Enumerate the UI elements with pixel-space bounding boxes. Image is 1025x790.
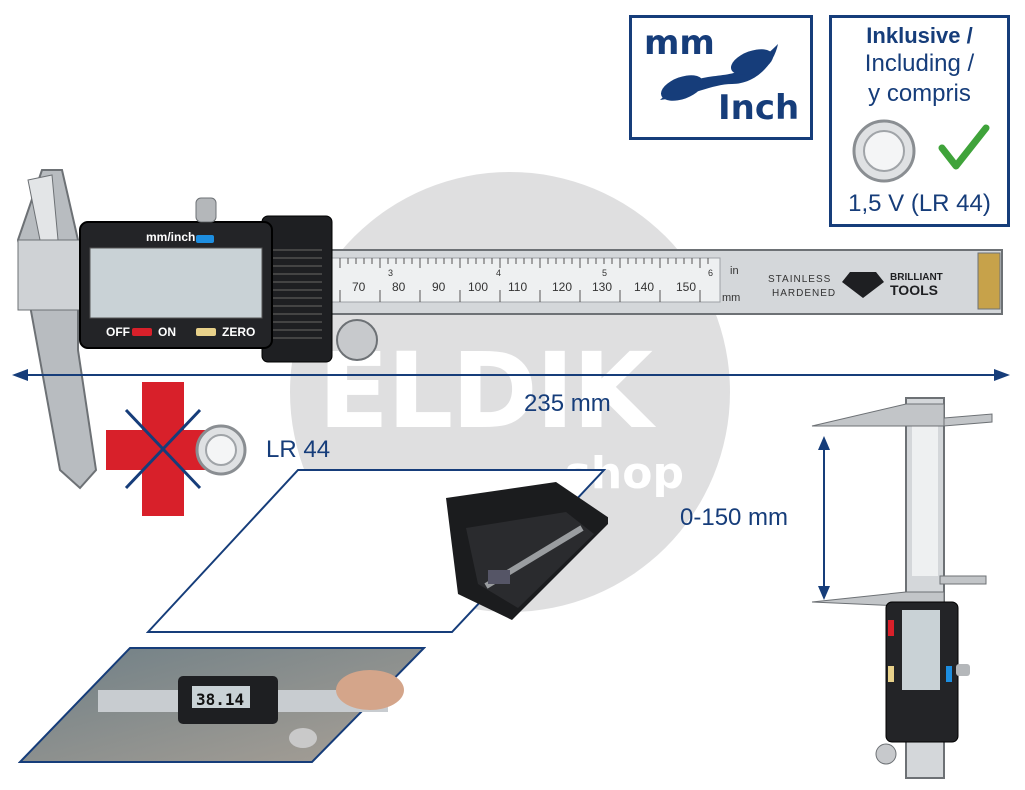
unit-in-label: in — [730, 265, 739, 277]
range-arrow — [818, 436, 830, 600]
vertical-caliper-illustration — [811, 397, 993, 779]
included-line3: y compris — [868, 80, 971, 107]
mm-label: mm — [644, 23, 715, 63]
display-unit-label: mm/inch — [146, 230, 196, 244]
photo-display-reading: 38.14 — [196, 690, 245, 709]
inch-label: Inch — [718, 88, 800, 128]
length-arrow — [12, 369, 1010, 381]
off-label: OFF — [106, 325, 130, 339]
scale-number: 140 — [634, 280, 655, 294]
included-battery-badge: Inklusive / Including / y compris 1,5 V … — [829, 15, 1010, 227]
usage-photo-frame — [18, 647, 426, 763]
unit-switch-badge: mm Inch — [629, 15, 813, 140]
case-photo-frame — [146, 469, 608, 633]
included-line1: Inklusive / — [866, 23, 973, 48]
scale-number: 130 — [592, 280, 613, 294]
scale-number: 120 — [552, 280, 573, 294]
scale-number: 70 — [352, 280, 366, 294]
scale-number: 90 — [432, 280, 446, 294]
inch-number: 6 — [708, 268, 714, 278]
unit-mm-label: mm — [722, 292, 741, 304]
included-line2: Including / — [864, 50, 975, 77]
scale-number: 110 — [508, 280, 528, 294]
range-label: 0-150 mm — [680, 504, 789, 531]
inch-number: 3 — [388, 268, 394, 278]
swap-swoosh-icon — [660, 44, 778, 101]
scale-number: 150 — [676, 280, 697, 294]
battery-spec: 1,5 V (LR 44) — [848, 190, 991, 217]
battery-not-included-icon — [106, 382, 247, 516]
stainless-label: STAINLESS — [768, 274, 832, 285]
caliper-illustration — [16, 169, 1003, 490]
inch-number: 5 — [602, 268, 608, 278]
scale-number: 80 — [392, 280, 406, 294]
battery-label: LR 44 — [266, 436, 331, 463]
battery-and-check-icons — [852, 119, 990, 183]
zero-label: ZERO — [222, 325, 256, 339]
brand-line2: TOOLS — [890, 282, 938, 298]
brand-line1: BRILLIANT — [890, 272, 943, 283]
length-label: 235 mm — [524, 390, 611, 417]
hardened-label: HARDENED — [772, 288, 837, 299]
inch-number: 4 — [496, 268, 502, 278]
scale-number: 100 — [468, 280, 489, 294]
on-label: ON — [158, 325, 176, 339]
